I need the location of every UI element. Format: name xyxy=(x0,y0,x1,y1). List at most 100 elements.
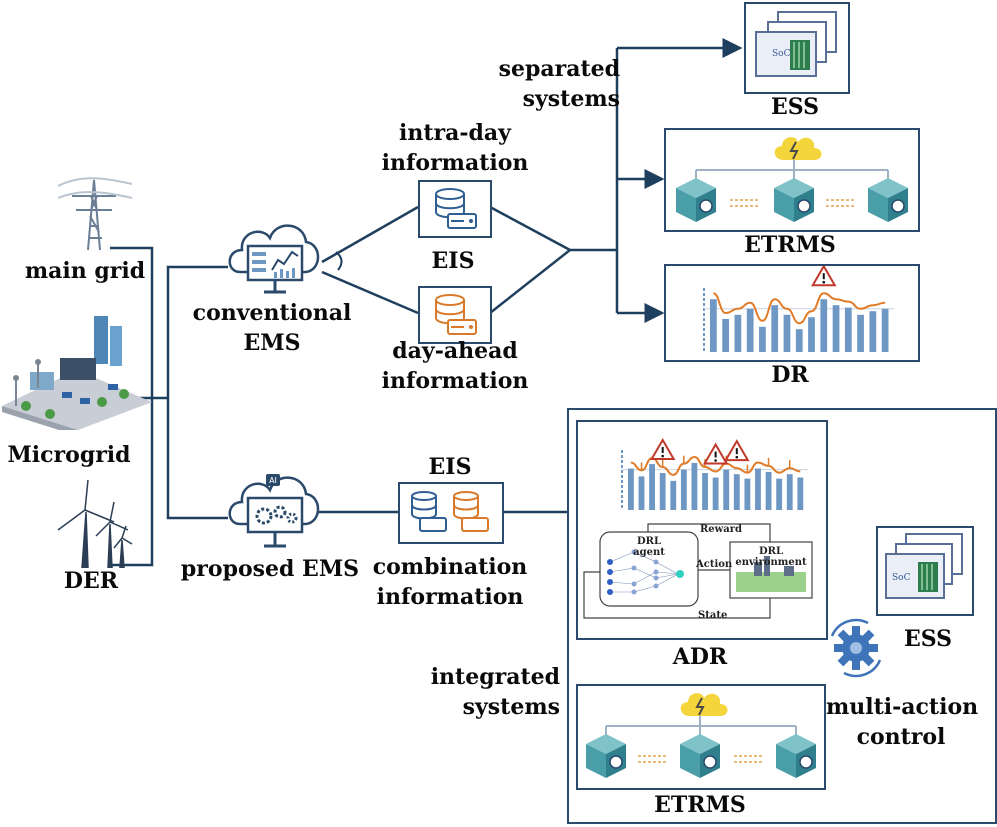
bar xyxy=(710,299,717,352)
ems-to-intraday-line xyxy=(321,205,419,264)
bar xyxy=(844,307,852,352)
ess-top-box: SoC xyxy=(744,2,850,94)
soc-text: SoC xyxy=(892,573,911,583)
transmission-tower-icon xyxy=(58,177,132,251)
blockchain-trading-icon xyxy=(586,693,816,778)
bar xyxy=(638,476,645,510)
ess-bottom-label: ESS xyxy=(903,626,953,652)
separated-line2: systems xyxy=(522,86,620,112)
day-ahead-line2: information xyxy=(381,368,529,394)
battery-soc-icon: SoC xyxy=(755,11,837,77)
cube-1 xyxy=(676,178,716,222)
drl-env-line2: environment xyxy=(735,557,807,568)
bar xyxy=(733,474,740,510)
battery-soc-icon: SoC xyxy=(885,533,963,599)
bar xyxy=(628,468,634,510)
gear-icon xyxy=(830,618,882,678)
combination-info-label: combination information xyxy=(360,552,540,612)
intraday-to-junction-line xyxy=(489,205,571,252)
multi-action-line2: control xyxy=(856,724,946,750)
soc-text: SoC xyxy=(772,49,791,59)
intra-day-label: intra-day information xyxy=(370,118,540,178)
action-label: Action xyxy=(696,559,733,570)
trend-line xyxy=(713,292,886,325)
svg-text:AI: AI xyxy=(269,476,277,485)
cube-2 xyxy=(774,178,814,222)
bar xyxy=(712,477,719,510)
der-label: DER xyxy=(63,568,119,594)
reward-label: Reward xyxy=(700,524,743,535)
etrms-bottom-label: ETRMS xyxy=(654,792,746,818)
separated-systems-label: separated systems xyxy=(470,54,620,114)
conventional-ems-cloud-monitor-icon xyxy=(228,224,320,294)
intra-day-eis-box xyxy=(418,180,492,238)
integrated-systems-label: integrated systems xyxy=(420,662,560,722)
bar xyxy=(759,326,766,352)
main-grid-label: main grid xyxy=(24,258,146,284)
bar xyxy=(670,480,677,510)
bar xyxy=(869,311,877,352)
cube-3 xyxy=(868,178,908,222)
drl-agent-line1: DRL xyxy=(636,536,661,547)
eis-top-label: EIS xyxy=(431,248,475,274)
state-label: State xyxy=(698,610,728,621)
ess-top-label: ESS xyxy=(770,94,820,120)
bar xyxy=(786,474,793,510)
microgrid-label: Microgrid xyxy=(7,442,131,468)
bar xyxy=(746,308,754,352)
combination-eis-box xyxy=(398,482,504,544)
drl-agent-label: DRL agent xyxy=(624,536,674,558)
grid-der-bus-line xyxy=(110,246,154,567)
bar xyxy=(723,469,730,510)
multi-action-control-label: multi-action control xyxy=(826,692,979,752)
drl-loop-diagram xyxy=(583,523,813,619)
microgrid-city-icon xyxy=(2,316,152,430)
bar xyxy=(783,314,791,352)
bar xyxy=(771,305,779,352)
multi-action-line1: multi-action xyxy=(826,694,979,720)
dr-label: DR xyxy=(771,362,809,388)
day-ahead-eis-box xyxy=(418,286,492,344)
cube-2 xyxy=(680,734,720,778)
blockchain-trading-icon xyxy=(676,137,908,222)
database-pair-icon xyxy=(411,491,489,532)
day-ahead-line1: day-ahead xyxy=(392,338,518,364)
database-icon xyxy=(435,188,477,229)
dayahead-to-junction-line xyxy=(489,249,571,314)
etrms-top-box xyxy=(664,128,920,232)
combination-line2: information xyxy=(376,584,524,610)
conventional-ems-line2: EMS xyxy=(243,330,301,356)
integrated-line1: integrated xyxy=(430,664,560,690)
bar xyxy=(857,314,864,352)
adr-demand-chart xyxy=(621,438,808,510)
bar xyxy=(795,329,803,352)
conventional-ems-label: conventional EMS xyxy=(192,298,352,358)
database-icon xyxy=(435,294,477,335)
cube-1 xyxy=(586,734,626,778)
trend-line xyxy=(630,455,801,476)
cube-3 xyxy=(776,734,816,778)
adr-box: DRL agent DRL environment Reward Action … xyxy=(576,420,828,640)
bar xyxy=(680,469,687,510)
adr-label: ADR xyxy=(672,644,728,670)
proposed-ems-ai-cloud-icon: AI xyxy=(228,474,320,548)
ems-branch-line xyxy=(166,265,228,520)
drl-agent-line2: agent xyxy=(633,547,665,558)
etrms-top-label: ETRMS xyxy=(744,232,836,258)
separated-line1: separated xyxy=(498,56,620,82)
bar xyxy=(881,308,889,352)
etrms-bottom-box xyxy=(576,684,826,790)
day-ahead-label: day-ahead information xyxy=(370,336,540,396)
proposed-ems-label: proposed EMS xyxy=(180,556,360,582)
drl-environment-label: DRL environment xyxy=(732,546,810,568)
bar xyxy=(744,478,751,510)
dr-demand-chart xyxy=(703,264,894,352)
conventional-ems-line1: conventional xyxy=(192,300,352,326)
eis-bottom-label: EIS xyxy=(428,454,472,480)
bar xyxy=(722,319,730,352)
bar xyxy=(797,477,804,510)
intra-day-line2: information xyxy=(381,150,529,176)
integrated-line2: systems xyxy=(462,694,560,720)
